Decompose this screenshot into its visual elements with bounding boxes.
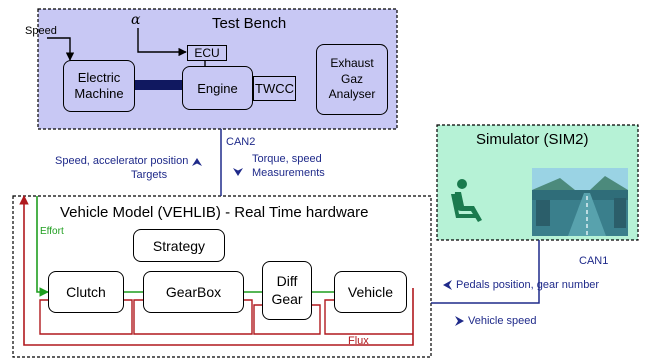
gearbox-box: GearBox (143, 271, 244, 313)
can1-bus (431, 240, 540, 304)
effort-line (36, 196, 49, 297)
effort-label: Effort (40, 226, 64, 237)
ecu-box: ECU (187, 45, 227, 61)
clutch-label: Clutch (66, 284, 106, 300)
flux-loop-vehicle (324, 299, 413, 335)
driver-seat-icon (451, 179, 482, 222)
can1-right-arrow-icon (455, 316, 464, 326)
gearbox-label: GearBox (165, 284, 222, 300)
electric-machine-box: Electric Machine (63, 60, 135, 112)
road-scene-image (532, 168, 628, 236)
can2-label: CAN2 (226, 136, 256, 148)
can2-down-text-2: Measurements (252, 167, 325, 179)
engine-box: Engine (182, 66, 253, 110)
vehicle-label: Vehicle (347, 284, 394, 300)
test-bench-title: Test Bench (212, 15, 287, 32)
can2-down-arrow-icon (233, 168, 243, 176)
alpha-label: α (131, 12, 141, 28)
vehicle-box: Vehicle (334, 271, 407, 313)
can1-pedals-text: Pedals position, gear number (456, 279, 600, 291)
can2-up-text-1: Speed, accelerator position (55, 155, 189, 167)
vehicle-model-title: Vehicle Model (VEHLIB) - Real Time hardw… (60, 204, 369, 221)
can2-up-text-2: Targets (131, 169, 168, 181)
can2-down-text-1: Torque, speed (252, 153, 322, 165)
flux-label: Flux (348, 335, 369, 347)
can2-up-arrow-icon (192, 158, 202, 166)
strategy-box: Strategy (133, 229, 225, 262)
alpha-arrow (137, 28, 187, 57)
flux-loop-clutch (39, 299, 133, 335)
speed-arrow (47, 37, 75, 61)
can1-label: CAN1 (579, 255, 609, 267)
engine-label: Engine (197, 80, 238, 96)
diff-gear-label: Diff Gear (271, 273, 303, 307)
clutch-box: Clutch (48, 271, 124, 313)
twcc-box: TWCC (253, 76, 296, 101)
drive-shaft (135, 80, 183, 90)
flux-outer-loop (19, 195, 414, 346)
ecu-label: ECU (194, 46, 220, 60)
speed-label: Speed (25, 25, 57, 37)
diff-gear-box: Diff Gear (262, 261, 312, 320)
exhaust-analyser-box: Exhaust Gaz Analyser (316, 44, 388, 115)
simulator-title: Simulator (SIM2) (476, 131, 589, 148)
can1-speed-text: Vehicle speed (468, 315, 537, 327)
exhaust-analyser-label: Exhaust Gaz Analyser (328, 56, 376, 102)
vehicle-model-panel (12, 195, 432, 358)
can1-left-arrow-icon (443, 280, 452, 290)
electric-machine-label: Electric Machine (74, 69, 124, 101)
flux-loop-gearbox (133, 299, 253, 335)
strategy-label: Strategy (152, 237, 206, 254)
twcc-label: TWCC (255, 81, 294, 96)
flux-loop-diffgear (253, 304, 321, 335)
